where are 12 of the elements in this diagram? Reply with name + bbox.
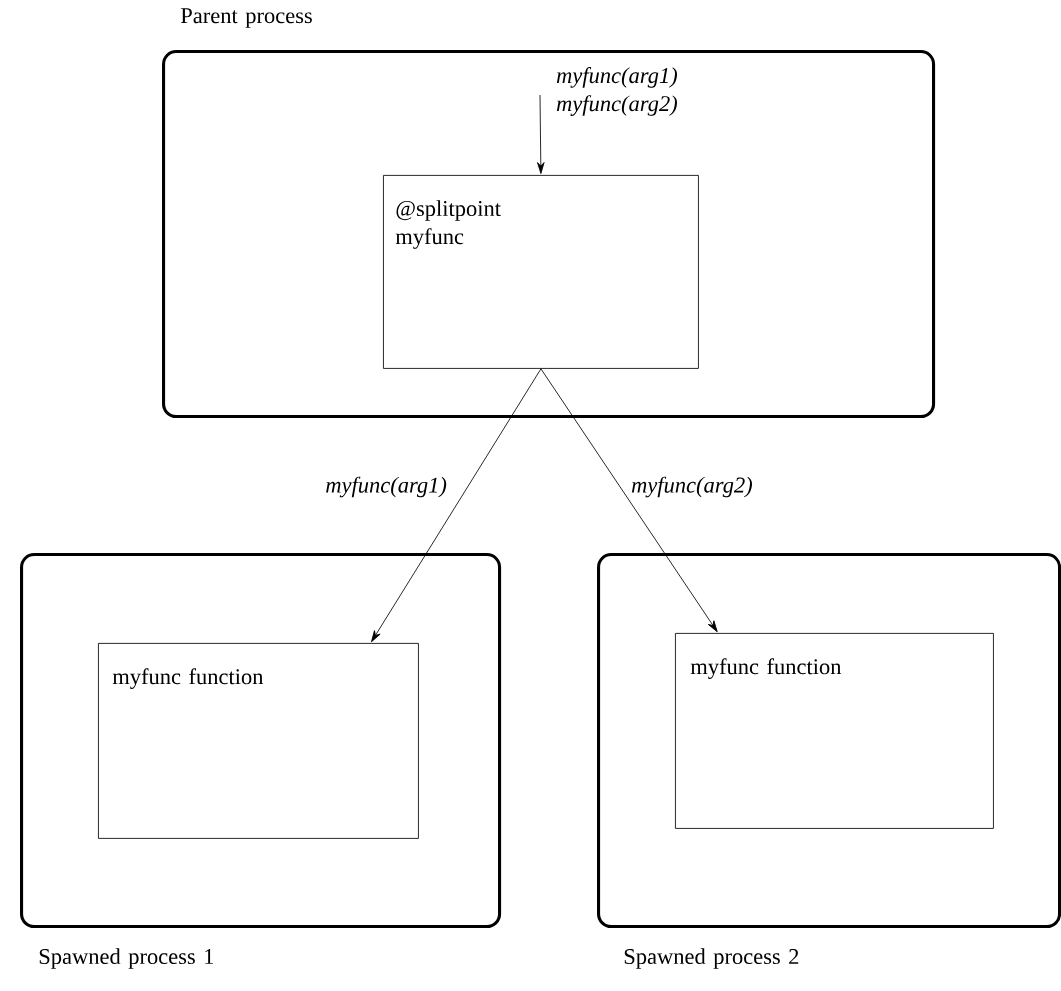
arrow [537,94,545,174]
edge-label: myfunc(arg1) [326,476,447,498]
function-name: myfunc function [690,658,842,679]
edge-label: myfunc(arg1) myfunc(arg2) [556,67,677,116]
arrow [540,368,718,633]
process-label: Spawned process 1 [39,948,214,969]
process-label: Spawned process 2 [624,948,799,969]
process-label: Parent process [180,8,312,28]
edge-label: myfunc(arg2) [631,476,752,498]
arrow [371,368,542,643]
function-name: myfunc function [112,668,264,689]
function-name: @splitpoint myfunc [395,200,501,249]
